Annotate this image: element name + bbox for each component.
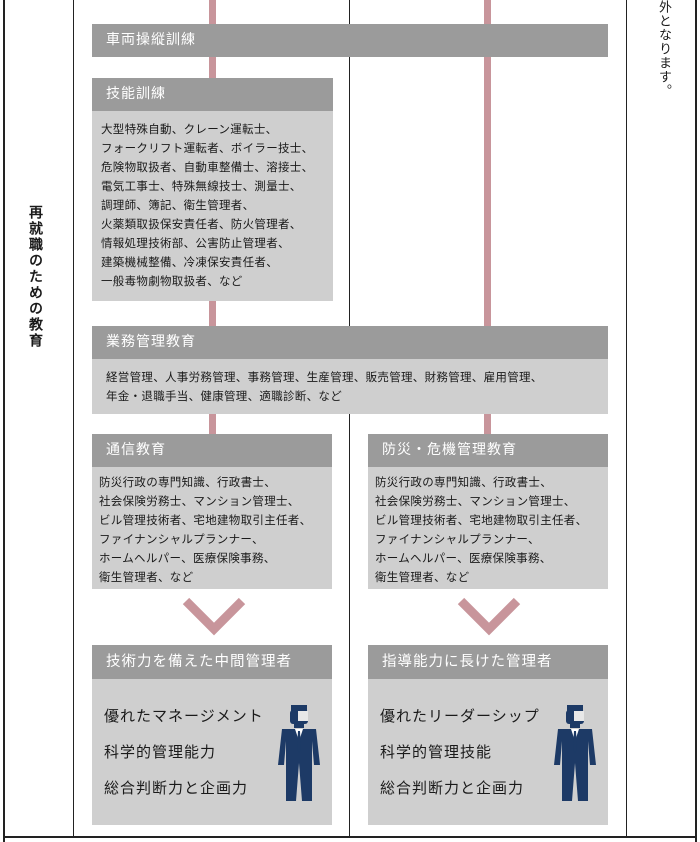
result-left-line: 科学的管理能力 [104,743,217,761]
skill-line: 火薬類取扱保安責任者、防火管理者、 [101,217,302,231]
result-right-header: 指導能力に長けた管理者 [368,645,608,679]
disaster-line: 衛生管理者、など [375,570,470,584]
correspondence-header: 通信教育 [92,434,332,467]
column-divider-2 [349,0,350,838]
result-right-line: 総合判断力と企画力 [380,779,525,797]
result-left-box: 優れたマネージメント 科学的管理能力 総合判断力と企画力 [92,679,332,825]
business-line: 経営管理、人事労務管理、事務管理、生産管理、販売管理、財務管理、雇用管理、 [106,370,543,384]
result-right-line: 優れたリーダーシップ [380,707,540,725]
connector-left-mid2 [209,300,216,328]
skill-line: 建築機械整備、冷凍保安責任者、 [101,255,278,269]
chevron-down-arrow-left [182,597,246,636]
result-right-box: 優れたリーダーシップ 科学的管理技能 総合判断力と企画力 [368,679,608,825]
disaster-line: ホームヘルパー、医療保険事務、 [375,551,552,565]
vehicle-training-header: 車両操縦訓練 [92,24,608,57]
disaster-management-box: 防災行政の専門知識、行政書士、 社会保険労務士、マンション管理士、 ビル管理技術… [368,467,608,589]
skill-line: 大型特殊自動、クレーン運転士、 [101,122,278,136]
business-management-header: 業務管理教育 [92,326,608,359]
connector-left-mid1 [209,56,216,80]
connector-right-mid1 [484,56,491,328]
correspondence-line: ファイナンシャルプランナー、 [99,532,264,546]
result-left-line: 優れたマネージメント [104,707,264,725]
skill-line: 一般毒物劇物取扱者、など [101,274,243,288]
correspondence-line: ビル管理技術者、宅地建物取引主任者、 [99,513,312,527]
correspondence-line: 社会保険労務士、マンション管理士、 [99,494,300,508]
correspondence-box: 防災行政の専門知識、行政書士、 社会保険労務士、マンション管理士、 ビル管理技術… [92,467,332,589]
correspondence-line: 防災行政の専門知識、行政書士、 [99,475,276,489]
result-left-header: 技術力を備えた中間管理者 [92,645,332,679]
skill-line: 調理師、簿記、衛生管理者、 [101,198,255,212]
disaster-line: ファイナンシャルプランナー、 [375,532,540,546]
result-left-line: 総合判断力と企画力 [104,779,249,797]
skill-line: 電気工事士、特殊無線技士、測量士、 [101,179,302,193]
right-note: 外となります。 [656,0,671,98]
business-management-box: 経営管理、人事労務管理、事務管理、生産管理、販売管理、財務管理、雇用管理、 年金… [92,359,608,414]
result-right-line: 科学的管理技能 [380,743,493,761]
disaster-line: 社会保険労務士、マンション管理士、 [375,494,576,508]
skill-line: フォークリフト運転者、ボイラー技士、 [101,141,314,155]
frame-bottom-border [3,836,697,838]
skill-training-header: 技能訓練 [92,78,333,111]
disaster-line: ビル管理技術者、宅地建物取引主任者、 [375,513,588,527]
businessman-icon [278,705,320,801]
chevron-down-arrow-right [457,597,521,636]
connector-right-top [484,0,491,26]
skill-line: 危険物取扱者、自動車整備士、溶接士、 [101,160,314,174]
correspondence-line: ホームヘルパー、医療保険事務、 [99,551,276,565]
frame-right-border [695,0,697,842]
disaster-management-header: 防災・危機管理教育 [368,434,608,467]
skill-line: 情報処理技術部、公害防止管理者、 [101,236,290,250]
frame-left-border [3,0,5,842]
connector-left-mid3 [209,413,216,435]
skill-training-box: 大型特殊自動、クレーン運転士、 フォークリフト運転者、ボイラー技士、 危険物取扱… [92,111,333,301]
side-label: 再就職のための教育 [27,205,43,349]
connector-right-mid2 [484,413,491,435]
businessman-icon [554,705,596,801]
correspondence-line: 衛生管理者、など [99,570,194,584]
column-divider-1 [73,0,74,838]
disaster-line: 防災行政の専門知識、行政書士、 [375,475,552,489]
business-line: 年金・退職手当、健康管理、適職診断、など [106,389,342,403]
connector-left-top [209,0,216,26]
column-divider-3 [626,0,627,838]
